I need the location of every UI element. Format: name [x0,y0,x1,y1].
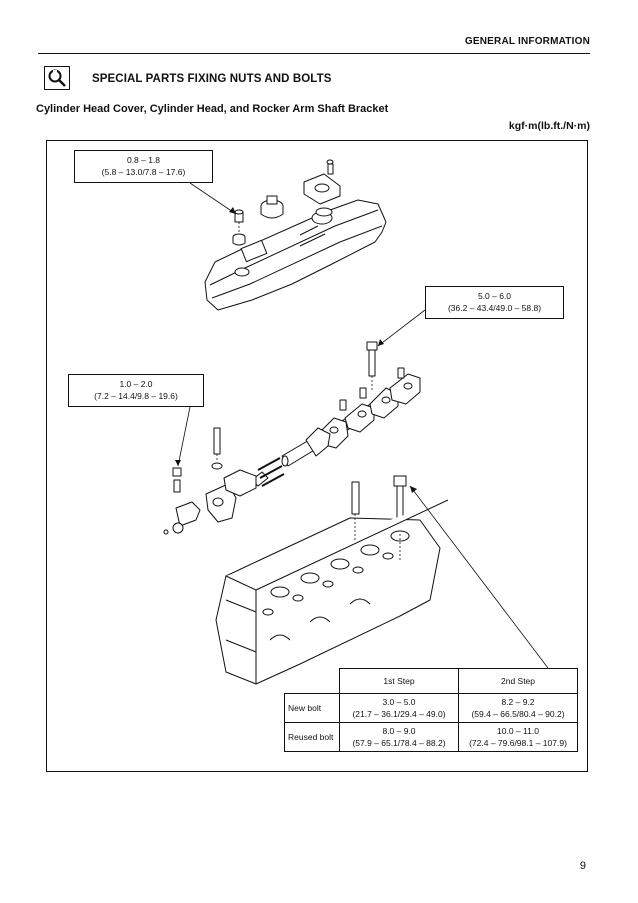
snap-ring [163,522,184,535]
units-label: kgf·m(lb.ft./N·m) [508,120,590,132]
bracket-nut [172,467,182,493]
cover-nut-torque-callout: 0.8 – 1.8 (5.8 – 13.0/7.8 – 17.6) [74,150,213,183]
table-cell: 3.0 – 5.0 (21.7 – 36.1/29.4 – 49.0) [339,693,459,723]
sub-title: Cylinder Head Cover, Cylinder Head, and … [36,103,389,115]
table-cell: 10.0 – 11.0 (72.4 – 79.6/98.1 – 107.9) [458,722,578,752]
cell-value: 3.0 – 5.0 [382,697,416,707]
cell-range: (59.4 – 66.5/80.4 – 90.2) [471,709,565,719]
cell-range: (57.9 – 65.1/78.4 – 88.2) [352,738,446,748]
cell-value: 8.2 – 9.2 [501,697,535,707]
callout-range: (7.2 – 14.4/9.8 – 19.6) [94,391,178,401]
torque-wrench-icon [44,66,70,90]
page-number: 9 [579,860,586,872]
head-bolt-torque-table: 1st Step 2nd Step New bolt 3.0 – 5.0 (21.… [284,668,578,752]
callout-value: 1.0 – 2.0 [119,379,153,389]
cell-range: (21.7 – 36.1/29.4 – 49.0) [352,709,446,719]
callout-value: 0.8 – 1.8 [126,155,161,165]
row-label: New bolt [284,693,340,723]
callout-value: 5.0 – 6.0 [477,291,512,301]
head-stud [351,481,360,515]
table-row: Reused bolt 8.0 – 9.0 (57.9 – 65.1/78.4 –… [284,722,578,752]
bracket-stud [211,427,223,470]
cell-value: 10.0 – 11.0 [497,726,539,736]
table-cell: 8.2 – 9.2 (59.4 – 66.5/80.4 – 90.2) [458,693,578,723]
cylinder-head [215,499,449,685]
table-row: New bolt 3.0 – 5.0 (21.7 – 36.1/29.4 – 49… [284,693,578,723]
table-header: 1st Step [339,668,459,694]
table-header: 2nd Step [458,668,578,694]
breather-cover [303,159,341,217]
oil-filler-cap [260,195,284,219]
row-label: Reused bolt [284,722,340,752]
bracket-bolt [366,341,378,377]
rocker-arms [305,367,421,457]
cover-nut [232,209,246,246]
rocker-bracket [175,469,257,527]
page-title: SPECIAL PARTS FIXING NUTS AND BOLTS [92,73,332,85]
table-header-row: 1st Step 2nd Step [285,668,578,694]
cell-value: 8.0 – 9.0 [382,726,416,736]
header-rule [38,53,590,54]
bracket-bolt-torque-callout: 5.0 – 6.0 (36.2 – 43.4/49.0 – 58.8) [425,286,564,319]
section-header: GENERAL INFORMATION [464,36,590,47]
callout-range: (5.8 – 13.0/7.8 – 17.6) [101,167,186,177]
table-cell: 8.0 – 9.0 (57.9 – 65.1/78.4 – 88.2) [339,722,459,752]
callout-range: (36.2 – 43.4/49.0 – 58.8) [447,303,542,313]
cylinder-head-cover [204,199,387,311]
diagram-frame [46,140,588,772]
bracket-nut-torque-callout: 1.0 – 2.0 (7.2 – 14.4/9.8 – 19.6) [68,374,204,407]
cell-range: (72.4 – 79.6/98.1 – 107.9) [469,738,567,748]
